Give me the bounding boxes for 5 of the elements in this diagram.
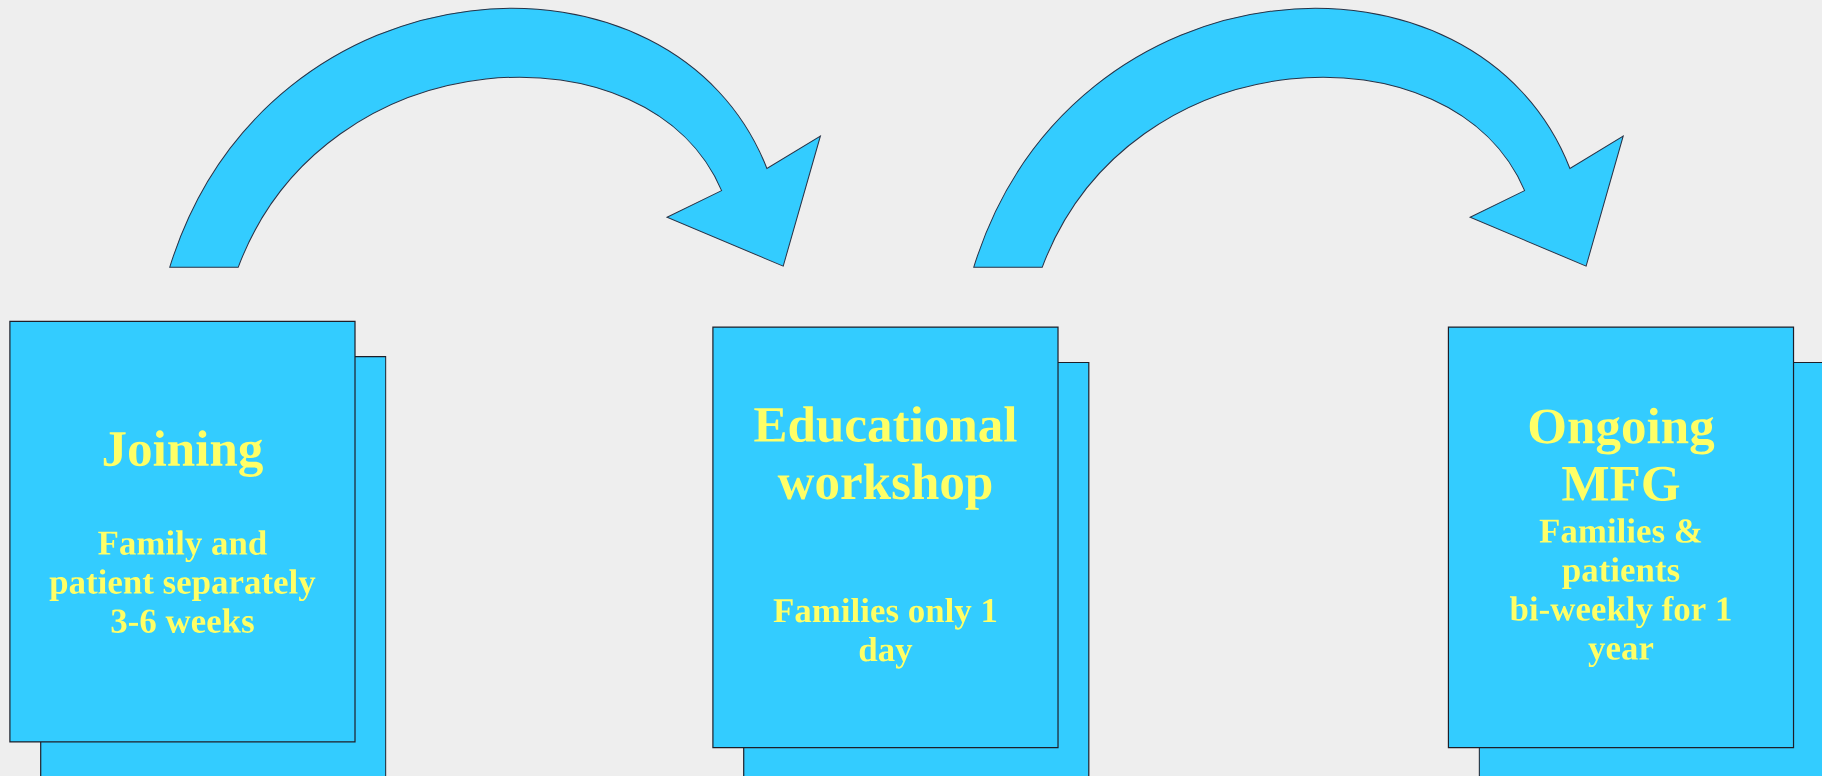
stacked-box: Ongoing MFG Families & patients bi-weekly for 1 year xyxy=(1447,326,1822,776)
curved-arrow xyxy=(973,8,1624,268)
stacked-box: Joining Family and patient separately 3-6 weeks xyxy=(9,320,387,776)
stacked-box: Educational workshop Families only 1 day xyxy=(712,326,1090,776)
curved-arrow xyxy=(169,8,821,268)
